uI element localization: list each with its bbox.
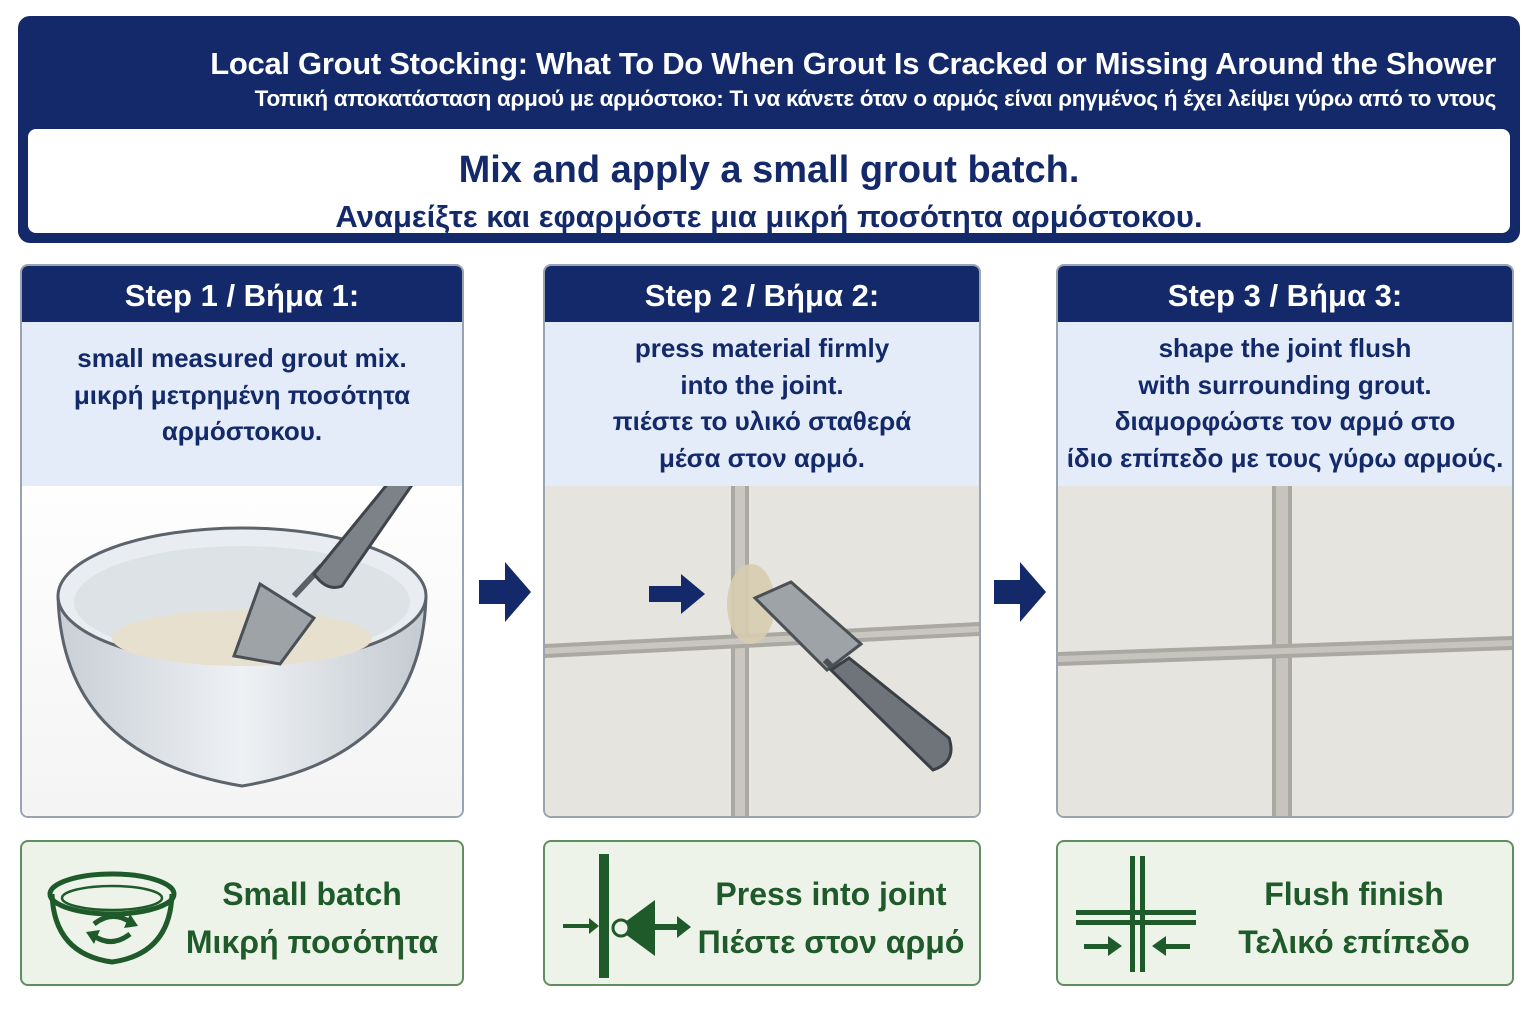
small-batch-label: Small batch Μικρή ποσότητα: [172, 870, 452, 966]
step-2-illustration: [545, 486, 979, 816]
press-joint-label: Press into joint Πιέστε στον αρμό: [693, 870, 969, 966]
step-2-description: press material firmly into the joint. πι…: [545, 322, 979, 486]
step-2-panel: Step 2 / Βήμα 2: press material firmly i…: [543, 264, 981, 818]
bowl-mix-icon: [47, 871, 177, 965]
push-arrow-icon: [649, 574, 705, 614]
step-2-line-4: μέσα στον αρμό.: [659, 442, 865, 473]
step-1-line-2: μικρή μετρημένη ποσότητα: [73, 379, 411, 410]
flush-finish-label-en: Flush finish: [1264, 876, 1444, 912]
step-3-line-4: ίδιο επίπεδο με τους γύρω αρμούς.: [1066, 442, 1504, 473]
subtitle-greek: Αναμείξτε και εφαρμόστε μια μικρή ποσότη…: [335, 199, 1203, 234]
next-arrow-icon: [479, 562, 531, 622]
press-joint-label-en: Press into joint: [715, 876, 947, 912]
small-batch-label-el: Μικρή ποσότητα: [185, 924, 439, 960]
step-1-description: small measured grout mix. μικρή μετρημέν…: [22, 322, 462, 486]
flush-finish-icon: [1076, 856, 1196, 972]
step-3-illustration: [1058, 486, 1512, 816]
step-2-line-1: press material firmly: [634, 333, 890, 363]
flush-finish-label-el: Τελικό επίπεδο: [1238, 924, 1470, 960]
press-joint-label-el: Πιέστε στον αρμό: [697, 924, 965, 960]
header-banner: Local Grout Stocking: What To Do When Gr…: [18, 16, 1520, 243]
flush-finish-label: Flush finish Τελικό επίπεδο: [1206, 870, 1502, 966]
subtitle-box: Mix and apply a small grout batch. Αναμε…: [28, 129, 1510, 234]
subtitle: Mix and apply a small grout batch.: [458, 149, 1080, 191]
step-1-panel: Step 1 / Βήμα 1: small measured grout mi…: [20, 264, 464, 818]
flush-finish-badge: Flush finish Τελικό επίπεδο: [1056, 840, 1514, 986]
step-1-illustration: [22, 486, 462, 816]
step-3-line-2: with surrounding grout.: [1138, 369, 1432, 400]
next-arrow-icon: [994, 562, 1046, 622]
step-3-line-3: διαμορφώστε τον αρμό στο: [1114, 406, 1456, 436]
step-3-heading: Step 3 / Βήμα 3:: [1058, 266, 1512, 322]
step-1-line-1: small measured grout mix.: [77, 343, 407, 373]
trowel-blade: [231, 581, 317, 666]
grout-float: [752, 580, 864, 672]
step-3-panel: Step 3 / Βήμα 3: shape the joint flush w…: [1056, 264, 1514, 818]
page-title: Local Grout Stocking: What To Do When Gr…: [210, 46, 1496, 81]
step-2-heading: Step 2 / Βήμα 2:: [545, 266, 979, 322]
step-2-line-3: πιέστε το υλικό σταθερά: [612, 406, 912, 436]
small-batch-label-en: Small batch: [222, 876, 402, 912]
step-2-line-2: into the joint.: [680, 369, 844, 400]
press-joint-icon: [563, 854, 691, 978]
step-3-line-1: shape the joint flush: [1158, 333, 1412, 363]
trowel-handle: [312, 486, 414, 589]
page-title-greek: Τοπική αποκατάσταση αρμού με αρμόστοκο: …: [254, 86, 1497, 111]
small-batch-badge: Small batch Μικρή ποσότητα: [20, 840, 464, 986]
step-3-description: shape the joint flush with surrounding g…: [1058, 322, 1512, 486]
float-handle: [828, 656, 953, 772]
step-1-line-3: αρμόστοκου.: [161, 416, 323, 446]
step-1-heading: Step 1 / Βήμα 1:: [22, 266, 462, 322]
press-joint-badge: Press into joint Πιέστε στον αρμό: [543, 840, 981, 986]
